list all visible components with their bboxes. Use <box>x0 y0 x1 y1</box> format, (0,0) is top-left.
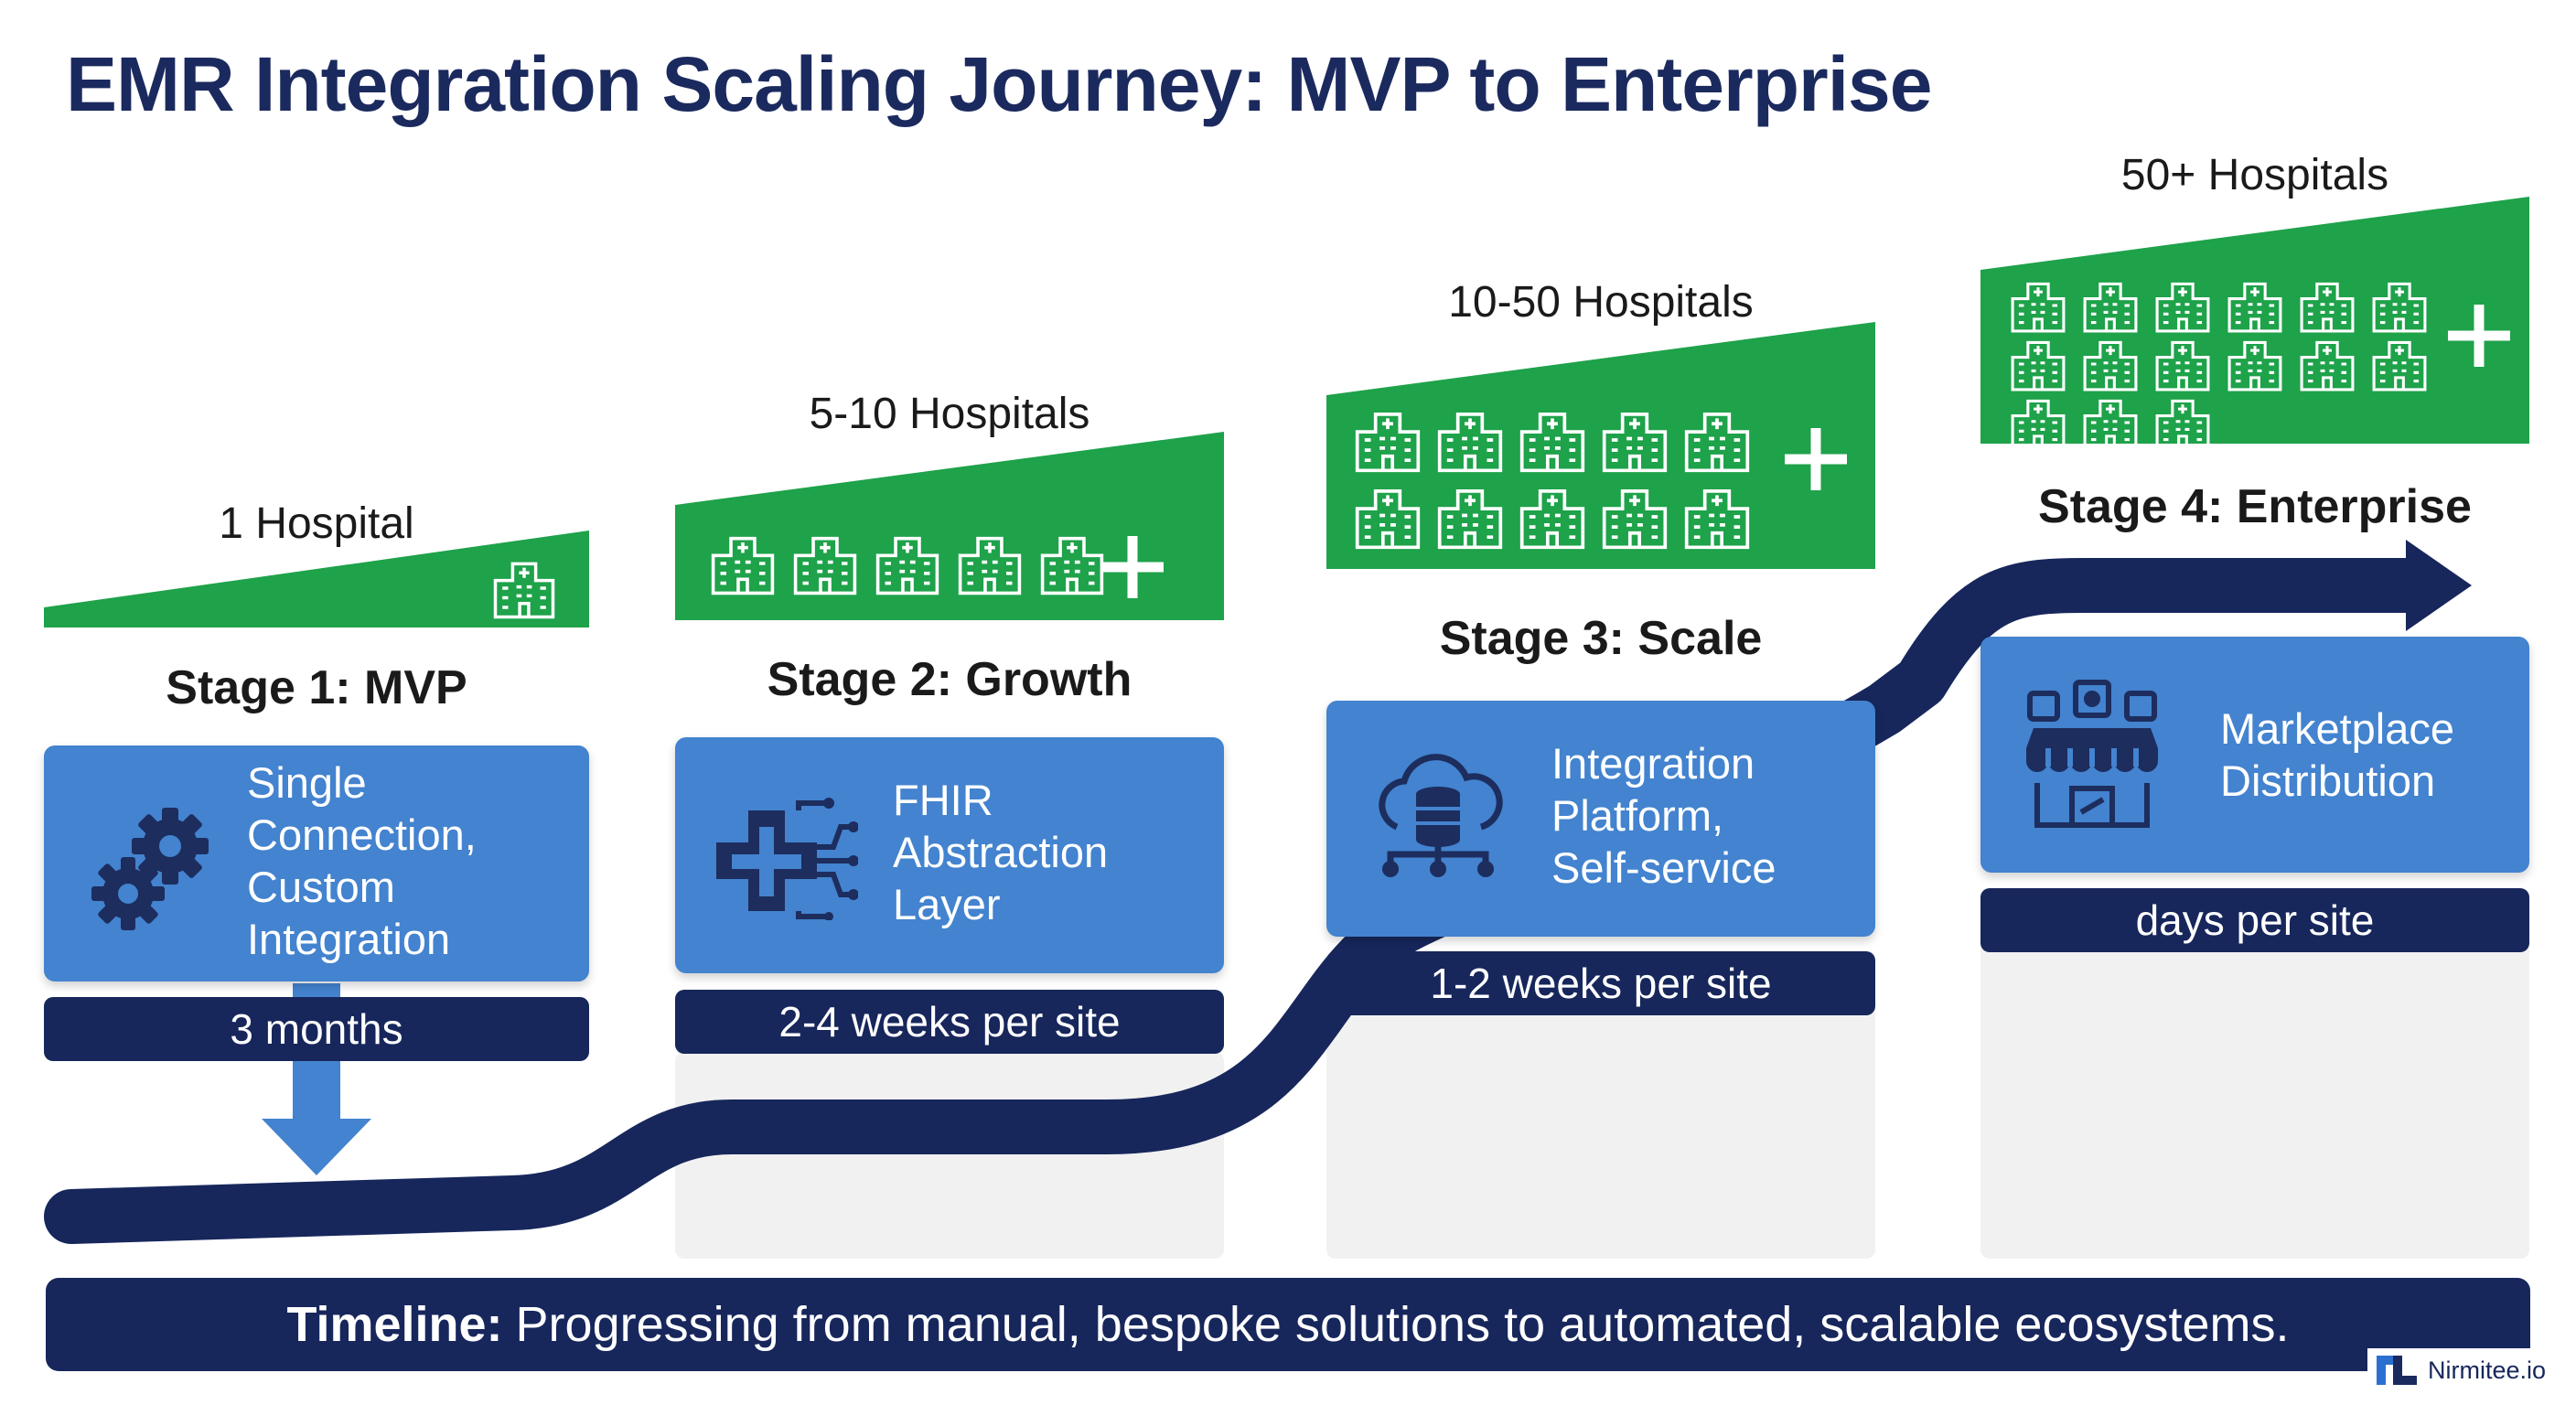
stage-1-duration: 3 months <box>44 997 589 1061</box>
hospital-icon <box>793 536 857 595</box>
hospital-icon <box>2083 282 2138 333</box>
hospital-icon <box>1519 489 1585 550</box>
green-bar-shape <box>44 531 589 627</box>
cloud-database-icon <box>1379 754 1503 877</box>
stage-4-duration: days per site <box>1980 888 2529 952</box>
plus-icon <box>1785 428 1847 490</box>
hospital-icon <box>1437 413 1503 473</box>
hospital-icon <box>2372 340 2427 391</box>
hospital-icon <box>1355 413 1421 473</box>
hospital-bar-graphic <box>1980 197 2529 444</box>
stage-1-description: Single Connection, Custom Integration <box>247 758 477 963</box>
hospital-icon <box>875 536 939 595</box>
stage-3-duration: 1-2 weeks per site <box>1326 951 1875 1015</box>
stage-2-card: FHIR Abstraction Layer <box>675 737 1224 973</box>
hospital-icon <box>2083 340 2138 391</box>
hospital-icon <box>1040 536 1104 595</box>
stage-3-card: Integration Platform, Self-service <box>1326 701 1875 937</box>
hospital-icon <box>958 536 1022 595</box>
hospital-icon <box>2011 282 2066 333</box>
gears-icon <box>91 808 209 930</box>
hospital-icon <box>1355 489 1421 550</box>
stage-1-hospital-bar <box>44 531 589 631</box>
stage-2-column-bg <box>675 1052 1224 1259</box>
plus-icon <box>2448 305 2510 367</box>
hospital-icon <box>2155 340 2210 391</box>
stage-3-description: Integration Platform, Self-service <box>1551 739 1776 892</box>
hospital-icon <box>2227 340 2282 391</box>
medical-circuit-icon <box>716 798 858 920</box>
hospital-icon <box>711 536 775 595</box>
hospital-icon <box>1684 413 1750 473</box>
page-title: EMR Integration Scaling Journey: MVP to … <box>66 41 1932 127</box>
timeline-text: Progressing from manual, bespoke solutio… <box>515 1297 2290 1352</box>
hospital-icon <box>2155 399 2210 444</box>
hospital-icon <box>1519 413 1585 473</box>
timeline-bold-label: Timeline: <box>286 1297 503 1352</box>
hospital-icon <box>2011 399 2066 444</box>
hospital-icon <box>2083 399 2138 444</box>
nirmitee-logo-icon <box>2377 1356 2417 1385</box>
hospital-icon <box>2011 340 2066 391</box>
hospital-icon <box>2155 282 2210 333</box>
stage-4-column-bg <box>1980 942 2529 1259</box>
hospital-icon <box>1602 489 1668 550</box>
hospital-icon <box>493 562 555 619</box>
stage-4-label: Stage 4: Enterprise <box>2038 480 2472 533</box>
hospital-icon <box>2227 282 2282 333</box>
stage-3-column-bg <box>1326 997 1875 1259</box>
stage-2-hospital-bar <box>675 432 1224 620</box>
stage-3-label: Stage 3: Scale <box>1439 612 1763 665</box>
stage-2-label: Stage 2: Growth <box>767 653 1132 706</box>
stage-1-label: Stage 1: MVP <box>166 661 467 714</box>
timeline-bar: Timeline: Progressing from manual, bespo… <box>46 1278 2530 1371</box>
stage-4-hospital-count: 50+ Hospitals <box>2120 151 2389 199</box>
hospital-icon <box>1684 489 1750 550</box>
stage-2-hospital-count: 5-10 Hospitals <box>809 390 1090 438</box>
hospital-bar-graphic <box>675 432 1224 620</box>
stage-4-card: Marketplace Distribution <box>1980 637 2529 873</box>
hospital-icon <box>2300 282 2355 333</box>
hospital-bar-graphic <box>44 531 589 627</box>
logo-text: Nirmitee.io <box>2428 1356 2547 1384</box>
plus-icon <box>1101 536 1164 598</box>
stage-3-hospital-count: 10-50 Hospitals <box>1448 278 1754 327</box>
stage-1-hospital-count: 1 Hospital <box>219 499 414 548</box>
hospital-icon <box>1437 489 1503 550</box>
green-bar-shape <box>675 432 1224 620</box>
stage-4-description: Marketplace Distribution <box>2220 704 2454 805</box>
stage-2-duration: 2-4 weeks per site <box>675 990 1224 1054</box>
stage-2-description: FHIR Abstraction Layer <box>893 776 1109 928</box>
hospital-icon <box>2300 340 2355 391</box>
stage-4-hospital-bar <box>1980 197 2529 444</box>
hospital-icon <box>2372 282 2427 333</box>
hospital-icon <box>1602 413 1668 473</box>
stage-3-hospital-bar <box>1326 322 1875 569</box>
stage-1-card: Single Connection, Custom Integration <box>44 745 589 981</box>
marketplace-store-icon <box>2026 680 2158 828</box>
green-bar-shape <box>1326 322 1875 569</box>
nirmitee-logo: Nirmitee.io <box>2367 1348 2554 1392</box>
hospital-bar-graphic <box>1326 322 1875 569</box>
